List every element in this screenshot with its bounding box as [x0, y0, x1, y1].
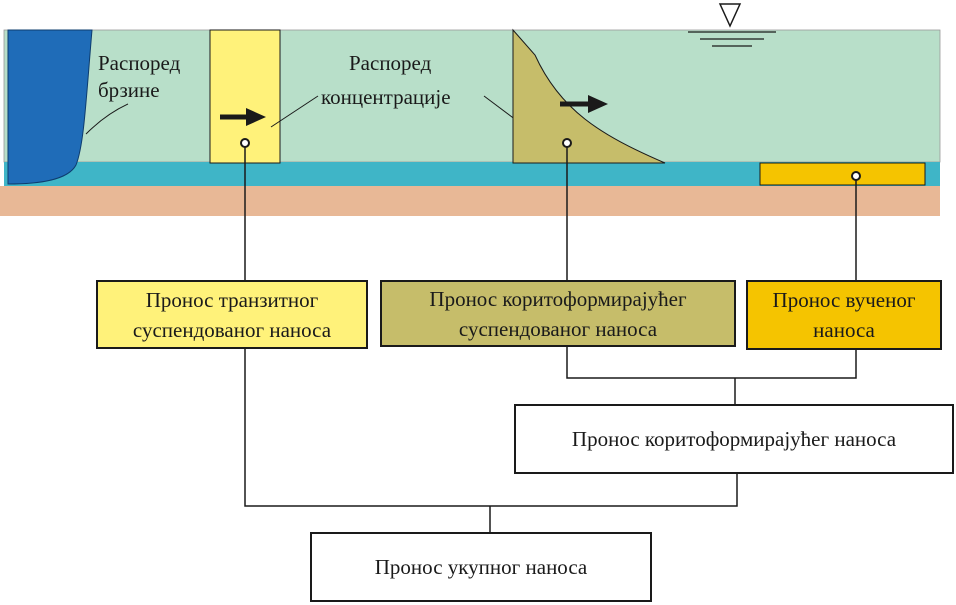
velocity-profile-shape: [7, 29, 93, 185]
ground-layer: [0, 186, 940, 216]
bedload-layer-block: [759, 162, 926, 186]
transit-suspended-box: Пронос транзитног суспендованог наноса: [96, 280, 368, 349]
velocity-label-line2: брзине: [98, 78, 160, 102]
concentration-leader-left: [270, 95, 319, 128]
connector-line: [566, 347, 857, 379]
velocity-label-line1: Распоред: [98, 51, 181, 75]
water-surface-triangle-icon: [718, 3, 742, 28]
water-layer: [3, 29, 941, 163]
channel-suspended-connector-dot: [562, 138, 572, 148]
connector-line: [244, 349, 738, 507]
bedload-box: Пронос вученог наноса: [746, 280, 942, 350]
concentration-label-line1: Распоред: [349, 51, 432, 75]
flow-arrow-head-icon: [588, 95, 608, 113]
channel-forming-box: Пронос коритоформирајућег наноса: [514, 404, 954, 474]
total-transport-box: Пронос укупног наноса: [310, 532, 652, 602]
flow-arrow-head-icon: [246, 108, 266, 126]
transit-connector-dot: [240, 138, 250, 148]
channel-suspended-box: Пронос коритоформирајућег суспендованог …: [380, 280, 736, 347]
concentration-label-line2: концентрације: [321, 85, 451, 109]
bedload-connector-dot: [851, 171, 861, 181]
channel-suspended-concentration-shape: [512, 28, 666, 164]
velocity-leader-line: [85, 103, 129, 135]
